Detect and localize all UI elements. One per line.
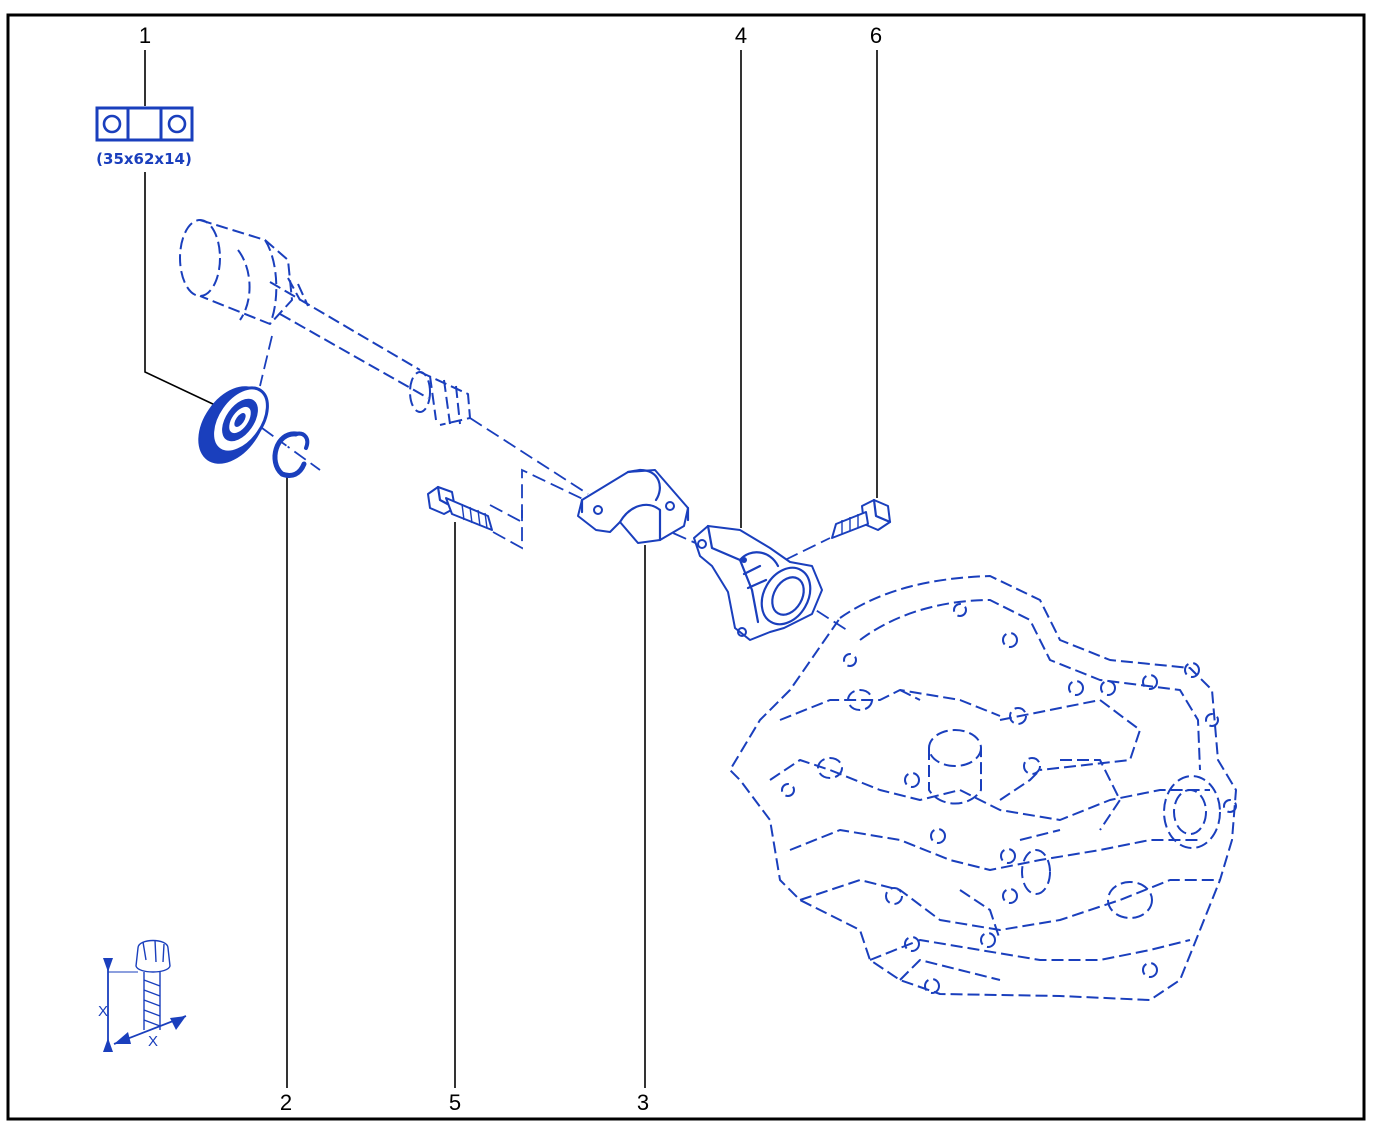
circlip-part	[272, 431, 310, 479]
leader-1-bottom	[144, 172, 216, 406]
bearing-dimensions: (35x62x14)	[96, 150, 192, 168]
diagram-frame	[6, 13, 1366, 1121]
callout-4: 4	[735, 23, 747, 48]
callout-1: 1	[139, 23, 151, 48]
callout-2: 2	[280, 1090, 292, 1115]
dimension-label-horizontal: X	[148, 1033, 158, 1050]
gearbox-housing-ghost	[729, 575, 1237, 1001]
callout-3: 3	[637, 1090, 649, 1115]
bolt-part-5	[427, 485, 493, 531]
ball-bearing-symbol	[95, 106, 194, 142]
clutch-release-bearing-part-4	[693, 524, 823, 641]
bolt-dimension-icon	[103, 939, 187, 1052]
callout-5: 5	[449, 1090, 461, 1115]
ball-bearing-part	[198, 386, 269, 464]
leader-lines	[144, 50, 878, 1088]
guide-plate-part-3	[577, 468, 690, 544]
dimension-label-vertical: X	[98, 1003, 108, 1020]
input-shaft-ghost	[179, 219, 471, 426]
assembly-axis-lines	[259, 335, 851, 633]
bolt-part-6	[831, 498, 892, 539]
callout-6: 6	[870, 23, 882, 48]
